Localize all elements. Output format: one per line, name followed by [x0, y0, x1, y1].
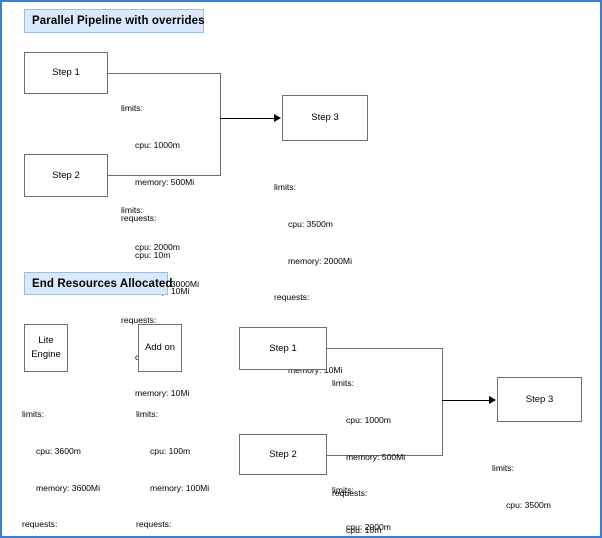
spec-bottom-step1-requests-cpu: cpu: 10m	[346, 524, 382, 535]
connector-bottom-merge-vertical	[442, 348, 443, 456]
spec-bottom-step2-limits-label: limits:	[332, 485, 354, 496]
spec-add-on-requests-label: requests:	[136, 519, 172, 530]
spec-bottom-step3-limits-label: limits:	[492, 463, 514, 474]
spec-bottom-step1-requests-label: requests:	[332, 488, 368, 499]
connector-top-step2-horizontal	[108, 175, 220, 176]
spec-top-step1-limits-label: limits:	[121, 103, 143, 114]
spec-top-step2-requests-memory: memory: 10Mi	[135, 388, 190, 399]
spec-top-step3-limits-label: limits:	[274, 182, 296, 193]
node-lite-engine-line1: Lite	[38, 335, 54, 347]
node-bottom-step1-label: Step 1	[269, 342, 297, 354]
node-lite-engine-line2: Engine	[31, 349, 61, 360]
connector-bottom-step1-horizontal	[327, 348, 442, 349]
spec-top-step3-limits-memory: memory: 2000Mi	[288, 255, 352, 266]
spec-lite-engine-limits-label: limits:	[22, 409, 44, 420]
spec-bottom-step3: limits: cpu: 3500m memory: 2000Mi reques…	[492, 438, 570, 536]
spec-top-step3-requests-memory: memory: 10Mi	[288, 365, 343, 376]
connector-top-step1-horizontal	[108, 73, 220, 74]
spec-bottom-step1-limits-memory: memory: 500Mi	[346, 451, 406, 462]
node-top-step2[interactable]: Step 2	[24, 154, 108, 197]
spec-bottom-step2: limits: cpu: 2000m memory: 3000Mi reques…	[332, 460, 410, 536]
spec-top-step1-limits-cpu: cpu: 1000m	[135, 140, 180, 151]
connector-top-merge-to-step3	[220, 118, 275, 119]
spec-add-on-limits-cpu: cpu: 100m	[150, 446, 191, 457]
spec-top-step1-requests-label: requests:	[121, 213, 157, 224]
node-bottom-step3-label: Step 3	[525, 393, 554, 405]
spec-lite-engine: limits: cpu: 3600m memory: 3600Mi reques…	[22, 384, 100, 536]
spec-top-step2-requests-label: requests:	[121, 315, 157, 326]
node-top-step2-label: Step 2	[52, 169, 80, 181]
spec-bottom-step1-limits-cpu: cpu: 1000m	[346, 415, 391, 426]
node-add-on[interactable]: Add on	[138, 324, 182, 372]
spec-bottom-step1-limits-label: limits:	[332, 378, 354, 389]
section-title-end-resources: End Resources Allocated	[32, 277, 173, 290]
node-bottom-step3[interactable]: Step 3	[497, 377, 582, 422]
spec-lite-engine-limits-cpu: cpu: 3600m	[36, 446, 81, 457]
section-title-parallel-pipeline: Parallel Pipeline with overrides	[32, 15, 205, 27]
spec-top-step1-limits-memory: memory: 500Mi	[135, 176, 195, 187]
spec-add-on-limits-label: limits:	[136, 409, 158, 420]
spec-top-step3-limits-cpu: cpu: 3500m	[288, 219, 333, 230]
spec-add-on-limits-memory: memory: 100Mi	[150, 482, 210, 493]
node-bottom-step2[interactable]: Step 2	[239, 434, 327, 475]
node-top-step1-label: Step 1	[52, 67, 80, 79]
spec-top-step1-requests-cpu: cpu: 10m	[135, 249, 171, 260]
spec-top-step2-limits-label: limits:	[121, 205, 143, 216]
spec-bottom-step3-limits-cpu: cpu: 3500m	[506, 500, 551, 511]
spec-bottom-step1: limits: cpu: 1000m memory: 500Mi request…	[332, 353, 406, 536]
spec-lite-engine-requests-label: requests:	[22, 519, 58, 530]
spec-top-step3-requests-label: requests:	[274, 292, 310, 303]
node-top-step3-label: Step 3	[311, 112, 339, 124]
arrowhead-bottom-step3	[489, 396, 496, 404]
section-banner-end-resources[interactable]: End Resources Allocated	[24, 272, 172, 295]
spec-bottom-step2-limits-cpu: cpu: 2000m	[346, 522, 391, 533]
section-banner-parallel-pipeline[interactable]: Parallel Pipeline with overrides	[24, 9, 204, 33]
spec-lite-engine-limits-memory: memory: 3600Mi	[36, 482, 100, 493]
connector-bottom-step2-horizontal	[327, 455, 442, 456]
node-bottom-step2-label: Step 2	[269, 448, 297, 460]
node-bottom-step1[interactable]: Step 1	[239, 327, 327, 370]
connector-top-merge-vertical	[220, 73, 221, 176]
node-top-step1[interactable]: Step 1	[24, 52, 108, 94]
spec-top-step2-limits-cpu: cpu: 2000m	[135, 242, 180, 253]
node-top-step3[interactable]: Step 3	[282, 95, 368, 141]
spec-add-on: limits: cpu: 100m memory: 100Mi requests…	[136, 384, 210, 536]
arrowhead-top-step3	[274, 114, 281, 122]
connector-bottom-merge-to-step3	[442, 400, 490, 401]
node-add-on-label: Add on	[144, 342, 176, 354]
